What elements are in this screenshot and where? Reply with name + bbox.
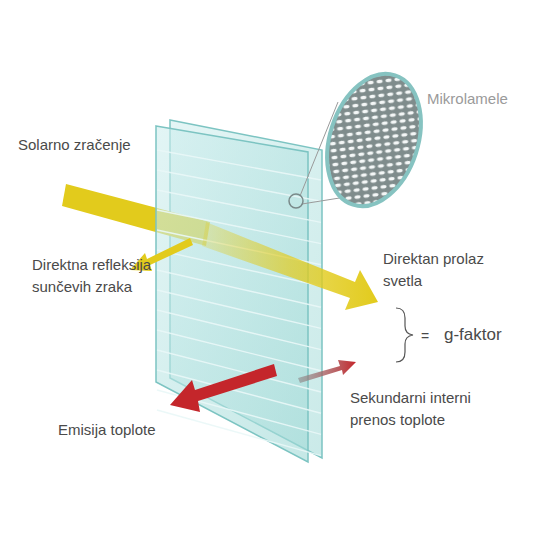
flow-label: Direktan prolaz svetla xyxy=(383,248,511,292)
equals-sign: = xyxy=(421,325,437,347)
transmitted-beam xyxy=(202,222,378,310)
front-pane xyxy=(156,126,308,462)
lamella-line xyxy=(157,330,321,371)
bracket xyxy=(396,308,413,362)
flow-label: Sekundarni interni prenos toplote xyxy=(350,387,490,431)
lamella-line xyxy=(157,290,321,328)
lamella-line xyxy=(157,170,321,201)
part-label: Mikrolamele xyxy=(427,88,527,110)
flow-label: Direktna refleksija sunčevih zraka xyxy=(32,254,164,298)
lamella-line xyxy=(157,190,321,222)
lamella-line xyxy=(157,310,321,350)
microlamella-detail xyxy=(311,62,437,219)
flow-label: Emisija toplote xyxy=(58,419,188,441)
flow-label: Solarno zračenje xyxy=(18,134,158,156)
secondary-arrow xyxy=(298,360,356,383)
g-factor-label: g-faktor xyxy=(444,324,534,346)
lamella-line xyxy=(157,150,321,180)
lamella-line xyxy=(157,410,321,456)
emission-arrow xyxy=(170,364,277,412)
callout-circle xyxy=(289,194,303,208)
lamella-lines xyxy=(157,150,321,456)
